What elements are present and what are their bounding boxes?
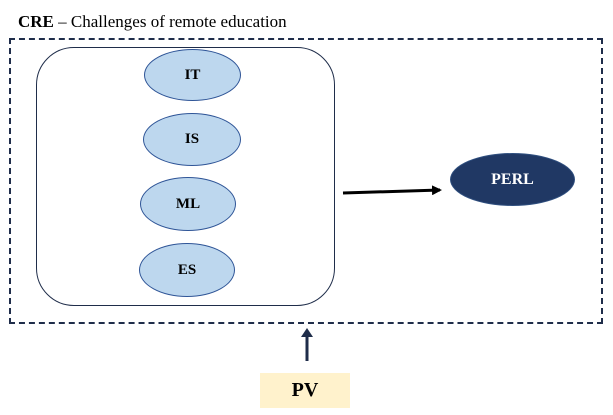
cre-dashed-boundary <box>9 38 603 324</box>
node-ml: ML <box>140 177 236 231</box>
node-perl: PERL <box>450 153 575 206</box>
node-es: ES <box>139 243 235 297</box>
title-description: – Challenges of remote education <box>53 12 287 31</box>
title-abbreviation: CRE <box>18 12 54 31</box>
node-it: IT <box>144 49 241 101</box>
arrow-group-to-perl <box>342 185 442 196</box>
node-pv: PV <box>260 373 350 408</box>
arrow-pv-head <box>301 328 313 337</box>
diagram-title: CRE – Challenges of remote education <box>18 12 287 32</box>
node-is: IS <box>143 113 241 166</box>
